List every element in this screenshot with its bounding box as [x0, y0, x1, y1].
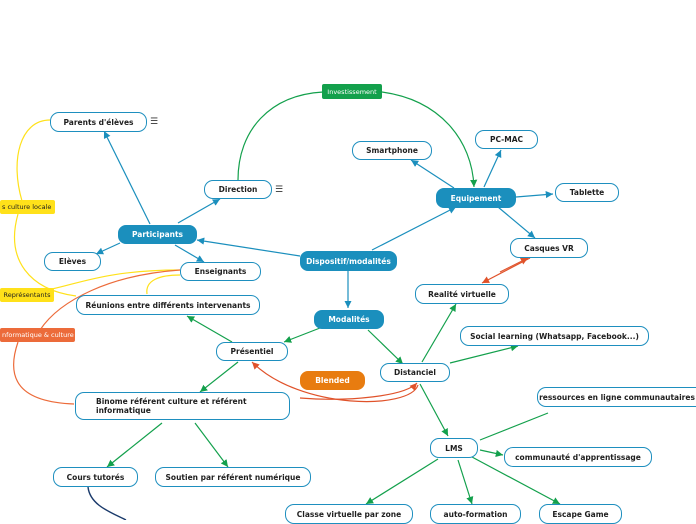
link-equipement-casques — [497, 206, 536, 239]
node-investissement[interactable]: Investissement — [322, 84, 382, 99]
link-enseignants-reunions — [146, 274, 181, 295]
link-culture-parents — [16, 119, 51, 202]
node-ressources[interactable]: ressources en ligne communautaires — [537, 387, 696, 407]
node-enseignants[interactable]: Enseignants — [180, 262, 261, 281]
node-soutien[interactable]: Soutien par référent numérique — [155, 467, 311, 487]
node-modalites[interactable]: Modalités — [314, 310, 384, 329]
node-classe[interactable]: Classe virtuelle par zone — [285, 504, 413, 524]
node-tablette[interactable]: Tablette — [555, 183, 619, 202]
link-participants-enseignants — [174, 244, 205, 263]
link-realite-casques — [499, 257, 529, 273]
link-presentiel-binome — [199, 361, 239, 393]
node-reunions[interactable]: Réunions entre différents intervenants — [76, 295, 260, 315]
node-eleves[interactable]: Elèves — [44, 252, 101, 271]
link-participants-eleves — [95, 242, 121, 255]
link-lms-escape — [471, 456, 561, 505]
link-direction-investissement-equipement — [237, 91, 478, 188]
node-casques[interactable]: Casques VR — [510, 238, 588, 258]
link-equipement-pcmac — [483, 149, 502, 188]
link-center-equipement — [371, 206, 457, 251]
node-autoformation[interactable]: auto-formation — [430, 504, 521, 524]
link-modalites-distanciel — [367, 329, 404, 365]
link-informatique-binome — [13, 341, 75, 405]
node-binome[interactable]: Binome référent culture et référent info… — [75, 392, 290, 420]
node-participants[interactable]: Participants — [118, 225, 197, 244]
tag-informatique-culture[interactable]: nformatique & culture — [0, 328, 75, 342]
link-binome-cours — [106, 422, 163, 468]
link-participants-parents — [103, 130, 151, 225]
node-cours[interactable]: Cours tutorés — [53, 467, 138, 487]
node-lms[interactable]: LMS — [430, 438, 478, 458]
node-escape[interactable]: Escape Game — [539, 504, 622, 524]
node-pcmac[interactable]: PC-MAC — [475, 130, 538, 149]
link-casques-realite — [481, 257, 531, 284]
link-cours-offscreen — [87, 486, 127, 520]
node-blended[interactable]: Blended — [300, 371, 365, 390]
tag-culture-locale[interactable]: s culture locale — [0, 200, 55, 214]
link-participants-direction — [177, 198, 221, 224]
link-equipement-smartphone — [410, 159, 455, 189]
link-distanciel-social — [449, 344, 519, 364]
menu-icon[interactable]: ☰ — [150, 117, 159, 127]
link-lms-autoformation — [457, 459, 474, 505]
link-lms-ressources — [479, 412, 549, 441]
node-presentiel[interactable]: Présentiel — [216, 342, 288, 361]
node-direction[interactable]: Direction — [204, 180, 272, 199]
link-informatique-enseignants — [39, 269, 181, 331]
node-communaute[interactable]: communauté d'apprentissage — [504, 447, 652, 467]
link-culture-reunions — [13, 213, 77, 297]
link-lms-communaute — [479, 449, 504, 457]
tag-representants[interactable]: Représentants — [0, 288, 54, 302]
link-modalites-presentiel — [283, 327, 321, 343]
node-social[interactable]: Social learning (Whatsapp, Facebook...) — [460, 326, 649, 346]
link-binome-soutien — [194, 422, 229, 468]
node-equipement[interactable]: Equipement — [436, 188, 516, 208]
node-center[interactable]: Dispositif/modalités — [300, 251, 397, 271]
link-distanciel-realite — [421, 303, 457, 363]
menu-icon[interactable]: ☰ — [275, 185, 284, 195]
link-distanciel-presentiel — [251, 361, 419, 403]
link-representants-enseignants — [51, 269, 181, 290]
link-distanciel-lms — [419, 383, 449, 437]
link-distanciel-presentiel-back — [299, 382, 418, 400]
node-realite[interactable]: Realité virtuelle — [415, 284, 509, 304]
link-presentiel-reunions — [186, 315, 233, 343]
link-lms-classe — [365, 458, 439, 505]
node-parents[interactable]: Parents d'élèves — [50, 112, 147, 132]
link-center-participants — [196, 237, 301, 257]
node-distanciel[interactable]: Distanciel — [380, 363, 450, 382]
link-equipement-tablette — [515, 190, 554, 199]
node-smartphone[interactable]: Smartphone — [352, 141, 432, 160]
